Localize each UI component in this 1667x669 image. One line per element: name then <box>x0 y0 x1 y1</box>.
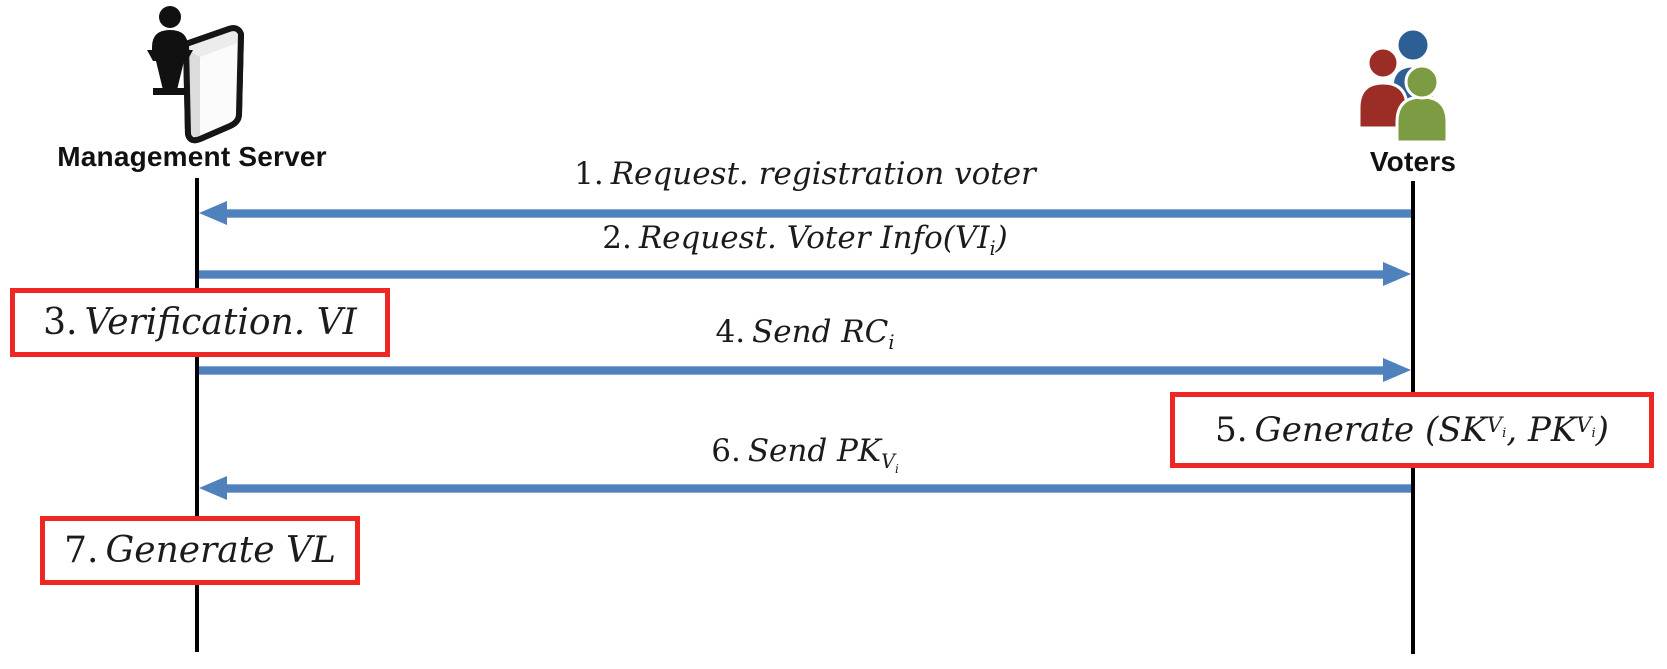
message-6-label: 6.Send PKVi <box>711 433 899 475</box>
podium-server-icon <box>147 6 244 144</box>
nested-subscript: i <box>1502 426 1507 442</box>
message-6-arrow-line <box>226 485 1411 492</box>
process-box-7: 7.Generate VL <box>40 516 360 585</box>
subscript-text: V <box>881 450 895 474</box>
message-1-arrowhead-left <box>199 201 227 225</box>
message-6-arrowhead-left <box>199 476 227 500</box>
nested-subscript: i <box>1591 426 1596 442</box>
lifeline-management-server <box>195 178 199 652</box>
message-number: 1. <box>574 156 604 192</box>
subscript: Vi <box>881 450 899 477</box>
message-number: 4. <box>715 314 746 350</box>
subscript-text: V <box>1576 412 1592 438</box>
box-number: 7. <box>64 530 99 571</box>
box-text: Generate VL <box>105 530 336 571</box>
management-server-label: Management Server <box>57 141 327 172</box>
management-server-actor <box>126 2 268 144</box>
box-text: Verification. VI <box>84 302 357 343</box>
subscript: i <box>888 331 895 355</box>
box-number: 5. <box>1215 410 1248 450</box>
process-box-3: 3.Verification. VI <box>10 288 390 357</box>
subscript-text: V <box>1486 412 1503 438</box>
message-text: Send RC <box>752 314 889 350</box>
message-number: 6. <box>711 433 741 469</box>
message-text: Request. Voter Info(VI <box>638 220 990 256</box>
subscript: i <box>989 237 996 261</box>
box-text: , PK <box>1506 410 1577 450</box>
message-1-arrow-line <box>226 210 1411 217</box>
voters-label: Voters <box>1369 146 1457 177</box>
message-2-label: 2.Request. Voter Info(VIi) <box>602 220 1008 258</box>
box-text: Generate (SK <box>1254 410 1487 450</box>
message-4-arrow-line <box>199 367 1384 374</box>
message-number: 2. <box>602 220 632 256</box>
message-4-arrowhead-right <box>1383 358 1411 382</box>
message-2-arrow-line <box>199 271 1384 278</box>
nested-subscript: i <box>894 462 899 477</box>
message-text: Send PK <box>747 433 882 469</box>
box-text: ) <box>1595 410 1609 450</box>
message-4-label: 4.Send RCi <box>715 314 894 352</box>
people-group-icon <box>1357 27 1449 144</box>
message-2-arrowhead-right <box>1383 262 1411 286</box>
subscript: Vi <box>1487 414 1506 440</box>
message-text: ) <box>995 220 1008 256</box>
voters-actor <box>1356 26 1468 144</box>
message-1-label: 1.Request. registration voter <box>574 156 1036 192</box>
message-text: Request. registration voter <box>610 156 1036 192</box>
subscript: Vi <box>1576 414 1595 440</box>
box-number: 3. <box>43 302 78 343</box>
